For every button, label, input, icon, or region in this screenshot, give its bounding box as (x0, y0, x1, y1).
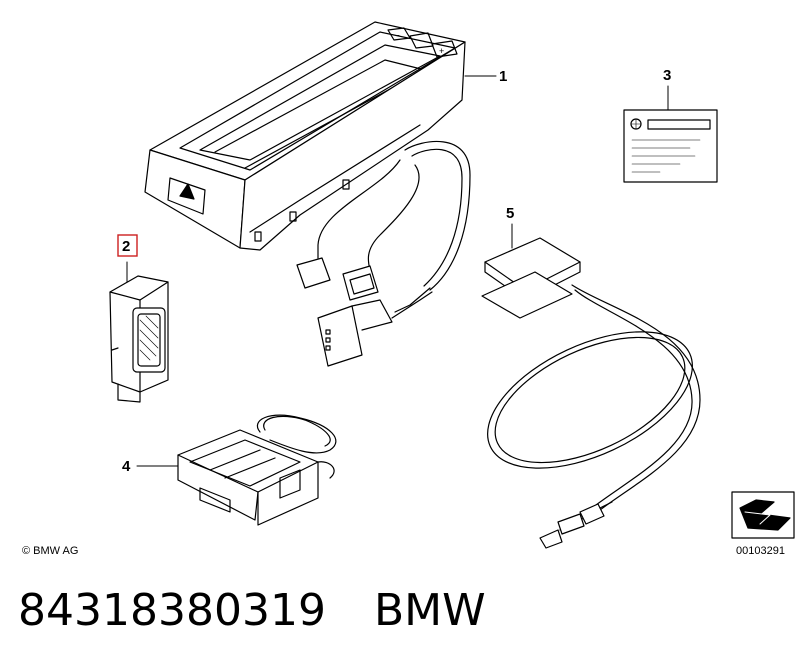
adapter-bracket-icon (109, 261, 169, 403)
diagram-id: 00103291 (736, 545, 785, 557)
phone-cradle-icon: − + (144, 21, 497, 251)
antenna-cable-icon (481, 223, 701, 549)
manual-booklet-icon (623, 85, 718, 183)
callout-3: 3 (663, 67, 671, 84)
part-number: 84318380319 (18, 585, 326, 636)
part-number-line: 84318380319 BMW (18, 585, 486, 636)
callout-5: 5 (506, 205, 514, 222)
copyright-text: © BMW AG (22, 545, 78, 557)
callout-highlight (117, 234, 138, 257)
diagram-arrow-icon (731, 491, 795, 539)
svg-text:+: + (439, 46, 444, 56)
callout-4: 4 (122, 458, 131, 475)
callout-1: 1 (499, 68, 507, 85)
brand-name: BMW (373, 585, 486, 636)
svg-text:−: − (395, 31, 400, 40)
wiring-harness-icon (296, 140, 471, 367)
callout-2: 2 (122, 238, 130, 255)
mounting-plate-icon (136, 414, 337, 526)
